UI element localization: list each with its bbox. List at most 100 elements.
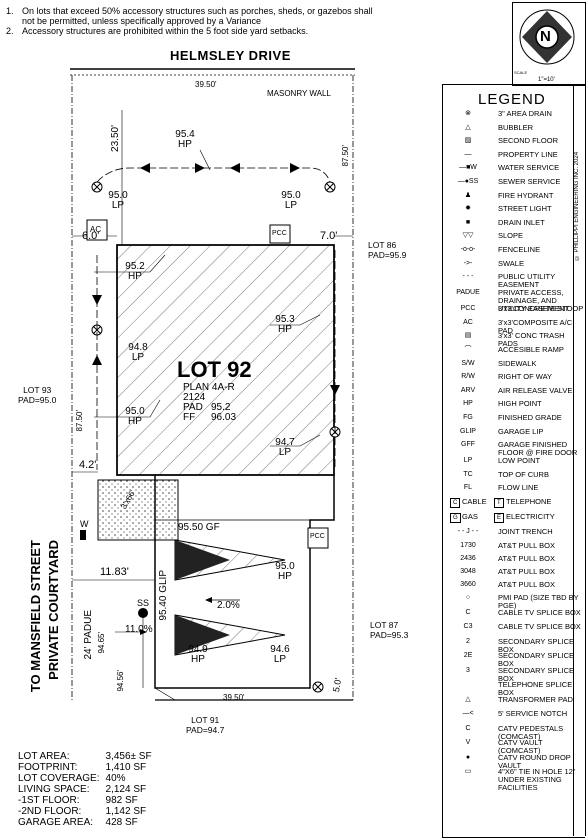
legend-symbol-icon: - - J - -	[457, 528, 479, 535]
lot-plan: PLAN 4A-R	[183, 382, 235, 393]
stat-value: 1,142 SF	[105, 806, 147, 817]
left-depth-dim: 87.50'	[75, 410, 84, 432]
legend-label: JOINT TRENCH	[498, 527, 553, 536]
legend-symbol-icon: 1730	[460, 542, 476, 549]
legend-label: WATER SERVICE	[498, 163, 560, 173]
walk-offset-dim: 4.2'	[79, 459, 97, 471]
legend-label: FIRE HYDRANT	[498, 190, 554, 200]
water-label: W	[80, 519, 89, 529]
legend-label: AIR RELEASE VALVE	[498, 385, 573, 395]
legend-symbol-icon: ⊗	[465, 110, 471, 117]
legend-label: ACCESIBLE RAMP	[498, 345, 564, 354]
legend-label: RIGHT OF WAY	[498, 372, 553, 382]
legend-box-icon: T	[494, 498, 504, 508]
legend-symbol-icon: FL	[463, 484, 473, 492]
legend-label: PROPERTY LINE	[498, 149, 558, 159]
note-text: On lots that exceed 50% accessory struct…	[22, 6, 373, 26]
site-plan	[70, 68, 355, 701]
stat-row: LOT AREA:3,456± SF	[18, 751, 158, 762]
legend-right-frame	[573, 84, 586, 836]
stat-key: -1ST FLOOR:	[18, 795, 80, 806]
stat-row: -2ND FLOOR: 1,142 SF	[18, 806, 158, 817]
legend-label: ELECTRICITY	[506, 512, 555, 521]
legend-label: FLOW LINE	[498, 483, 539, 493]
legend-label: TELEPHONE SPLICE BOX	[498, 680, 573, 697]
legend-symbol-icon: - - -	[462, 273, 474, 281]
street-name: HELMSLEY DRIVE	[170, 48, 291, 63]
legend-label: CABLE TV SPLICE BOX	[498, 607, 581, 617]
left-side-dim: 6.0'	[82, 230, 100, 242]
legend-symbol-icon: S/W	[461, 359, 475, 367]
porch	[97, 479, 179, 541]
legend-label: SECONDARY SPLICE BOX	[498, 651, 574, 668]
corner-dim: 94.56'	[116, 670, 125, 692]
sewer-label: SS	[137, 598, 150, 608]
note-2: 2. Accessory structures are prohibited w…	[6, 26, 386, 36]
legend-symbol-icon: △	[465, 695, 471, 703]
legend-label: 5' SERVICE NOTCH	[498, 709, 568, 718]
legend-symbol-icon: 3	[466, 666, 470, 674]
stat-key: LIVING SPACE:	[18, 784, 90, 795]
legend-symbol-icon: -o-o-	[460, 246, 476, 253]
legend-symbol-icon: R/W	[461, 373, 475, 381]
stat-row: FOOTPRINT:1,410 SF	[18, 762, 158, 773]
legend-label: TRANSFORMER PAD	[498, 694, 573, 704]
legend-symbol-icon: FG	[463, 414, 473, 421]
legend-label: HIGH POINT	[498, 399, 542, 409]
right-side-dim: 7.0'	[320, 230, 338, 242]
stat-value: 428 SF	[105, 817, 138, 828]
legend-label: SECONDARY SPLICE BOX	[498, 636, 574, 654]
legend-label: LOW POINT	[498, 456, 541, 466]
legend-symbol-icon: △	[465, 123, 471, 131]
note-text: Accessory structures are prohibited with…	[22, 26, 309, 36]
legend-label: 3'x3'COMPOSITE A/C PAD	[498, 317, 573, 335]
courtyard-label: PRIVATE COURTYARD TO MANSFIELD STREET	[28, 540, 61, 693]
masonry-wall-label: MASONRY WALL	[267, 89, 331, 98]
legend-label: PUBLIC UTILITY EASEMENT	[498, 272, 555, 290]
pcc-label: PCC	[272, 230, 287, 237]
legend-label: CATV PEDESTALS (COMCAST)	[498, 723, 564, 741]
legend-label: SECOND FLOOR	[498, 136, 559, 146]
scale-label: SCALE	[514, 70, 528, 75]
top-width-dim: 39.50'	[195, 80, 217, 89]
legend-symbol-icon: —●SS	[457, 178, 479, 185]
legend-symbol-icon: 3660	[460, 581, 476, 588]
stat-row: LIVING SPACE:2,124 SF	[18, 784, 158, 795]
legend-label: CATV ROUND DROP VAULT	[498, 752, 571, 770]
legend-symbol-icon: ▨	[464, 137, 472, 145]
legend-symbol-icon: PCC	[460, 305, 476, 313]
legend-symbol-icon: 2	[466, 637, 470, 645]
legend-symbol-icon: ●	[465, 753, 471, 761]
note-number: 1.	[6, 6, 14, 16]
drive-dim: 94.65'	[97, 632, 106, 654]
legend-symbol-icon: ->-	[463, 259, 473, 267]
legend-label: GARAGE LIP	[498, 426, 544, 436]
legend-label: SWALE	[498, 258, 524, 268]
legend-label: 3'x3' CONC TRASH PADS	[498, 331, 565, 349]
legend-label: PRIVATE ACCESS, DRAINAGE, AND UTILITY EA…	[498, 288, 570, 314]
legend-symbol-icon: C	[465, 724, 471, 732]
legend-symbol-icon: ✹	[465, 205, 471, 213]
legend-label: BUBBLER	[498, 122, 534, 132]
stat-key: -2ND FLOOR:	[18, 806, 82, 817]
legend-label: SEWER SERVICE	[498, 177, 561, 186]
legend-symbol-icon: 2436	[460, 555, 476, 562]
legend-label: CABLE TV SPLICE BOX	[498, 622, 581, 631]
legend-box-icon: E	[494, 513, 505, 523]
legend-label: AT&T PULL BOX	[498, 567, 555, 576]
legend-label: AT&T PULL BOX	[498, 580, 555, 589]
elev-drive-slope: 11.0%	[125, 624, 153, 635]
legend-symbol-icon: ♟	[464, 191, 472, 199]
legend-symbol-icon: HP	[463, 400, 473, 408]
legend-symbol-icon: 2E	[463, 652, 473, 659]
